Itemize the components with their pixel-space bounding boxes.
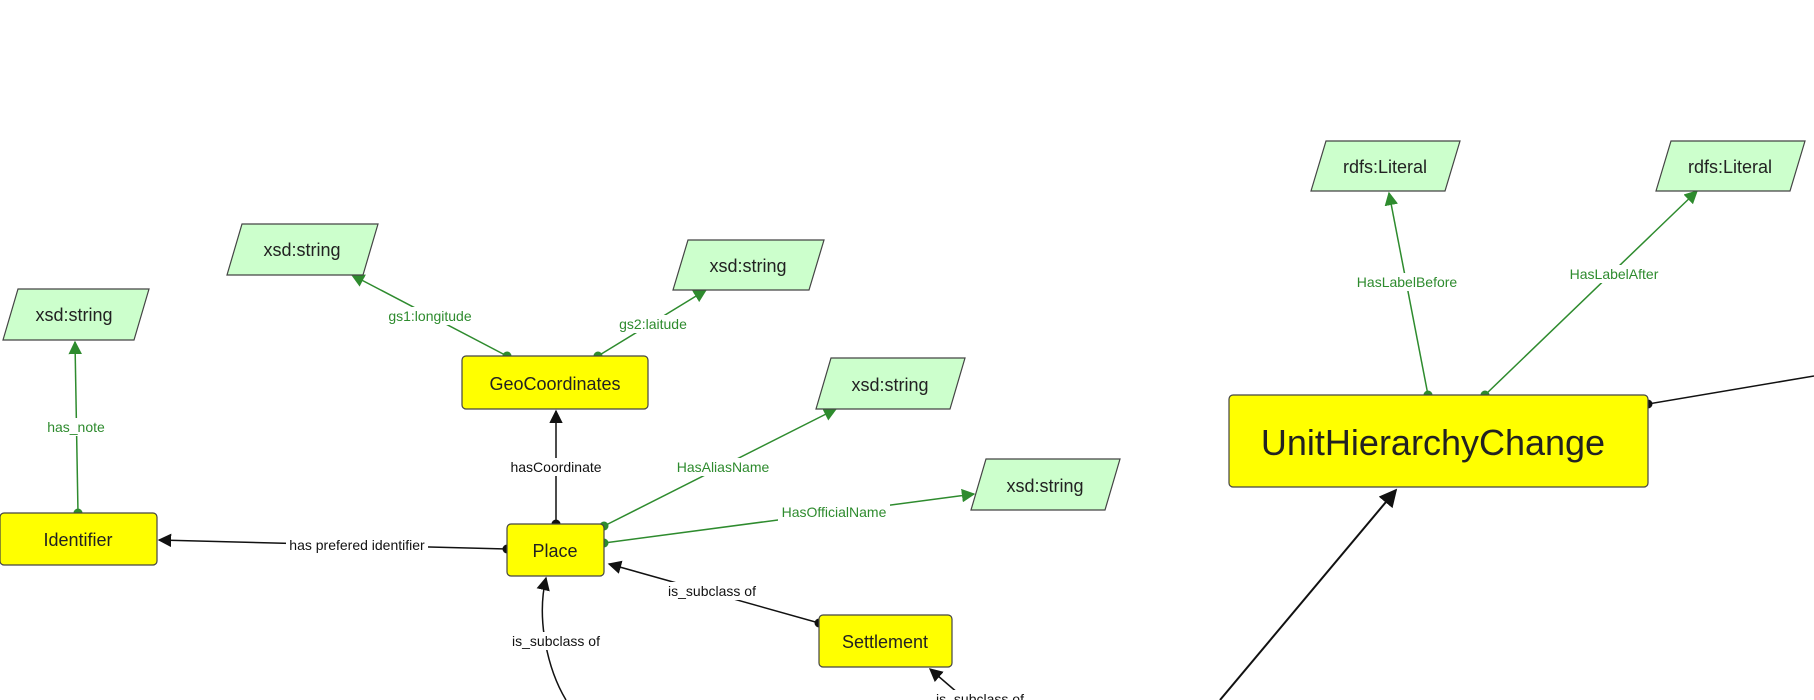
edge-has-official-name[interactable]: HasOfficialName: [599, 488, 976, 548]
edge-label-has-label-before: HasLabelBefore: [1357, 274, 1458, 290]
edge-label-gs2-laitude: gs2:laitude: [619, 316, 687, 332]
literal-xsd-string-official[interactable]: xsd:string: [970, 458, 1121, 511]
edge-unithierarchychange-outgoing[interactable]: [1643, 375, 1814, 409]
svg-text:GeoCoordinates: GeoCoordinates: [489, 374, 620, 394]
edge-label-gs1-longitude: gs1:longitude: [388, 308, 472, 324]
svg-text:xsd:string: xsd:string: [1006, 476, 1083, 496]
svg-text:rdfs:Literal: rdfs:Literal: [1688, 157, 1772, 177]
svg-text:xsd:string: xsd:string: [851, 375, 928, 395]
edge-bottom-subclass-of-settlement[interactable]: is_subclass of: [928, 668, 1028, 700]
svg-text:xsd:string: xsd:string: [263, 240, 340, 260]
edge-settlement-subclass-of-place[interactable]: is_subclass of: [607, 560, 824, 628]
class-place[interactable]: Place: [506, 523, 605, 577]
literal-rdfs-literal-after[interactable]: rdfs:Literal: [1655, 140, 1806, 192]
svg-text:Place: Place: [532, 541, 577, 561]
edge-label-has-note: has_note: [47, 419, 105, 435]
svg-text:Settlement: Settlement: [842, 632, 928, 652]
edge-label-has-alias-name: HasAliasName: [677, 459, 770, 475]
class-unithierarchychange[interactable]: UnitHierarchyChange: [1228, 394, 1649, 488]
edge-has-label-after[interactable]: HasLabelAfter: [1480, 190, 1698, 400]
svg-text:Identifier: Identifier: [43, 530, 112, 550]
edge-label-has-coordinate: hasCoordinate: [510, 459, 601, 475]
edge-label-has-official-name: HasOfficialName: [782, 504, 887, 520]
edge-label-has-label-after: HasLabelAfter: [1570, 266, 1659, 282]
edge-has-prefered-identifier[interactable]: has prefered identifier: [157, 533, 512, 554]
svg-text:UnitHierarchyChange: UnitHierarchyChange: [1261, 422, 1605, 463]
edge-unithierarchychange-incoming[interactable]: [1219, 488, 1398, 700]
literal-xsd-string-alias[interactable]: xsd:string: [815, 357, 966, 410]
class-settlement[interactable]: Settlement: [818, 614, 953, 668]
edge-gs2-laitude[interactable]: gs2:laitude: [593, 289, 708, 361]
literal-xsd-string-longitude[interactable]: xsd:string: [226, 223, 379, 276]
edge-label-has-prefered-identifier: has prefered identifier: [289, 537, 425, 553]
literal-xsd-string-latitude[interactable]: xsd:string: [672, 239, 825, 291]
edge-label-settlement-subclass: is_subclass of: [668, 583, 756, 599]
edge-has-label-before[interactable]: HasLabelBefore: [1352, 191, 1462, 400]
edge-gs1-longitude[interactable]: gs1:longitude: [350, 274, 512, 361]
class-geocoordinates[interactable]: GeoCoordinates: [461, 355, 649, 410]
class-identifier[interactable]: Identifier: [0, 512, 158, 566]
svg-text:xsd:string: xsd:string: [35, 305, 112, 325]
edge-label-bottom-subclass: is_subclass of: [936, 691, 1024, 700]
edge-lower-subclass-of-place[interactable]: is_subclass of: [508, 576, 604, 700]
edge-has-note[interactable]: has_note: [44, 340, 110, 518]
svg-text:xsd:string: xsd:string: [709, 256, 786, 276]
svg-text:rdfs:Literal: rdfs:Literal: [1343, 157, 1427, 177]
literal-rdfs-literal-before[interactable]: rdfs:Literal: [1310, 140, 1461, 192]
edge-has-coordinate[interactable]: hasCoordinate: [508, 409, 604, 529]
literal-xsd-string-note[interactable]: xsd:string: [2, 288, 150, 341]
edge-label-lower-subclass: is_subclass of: [512, 633, 600, 649]
